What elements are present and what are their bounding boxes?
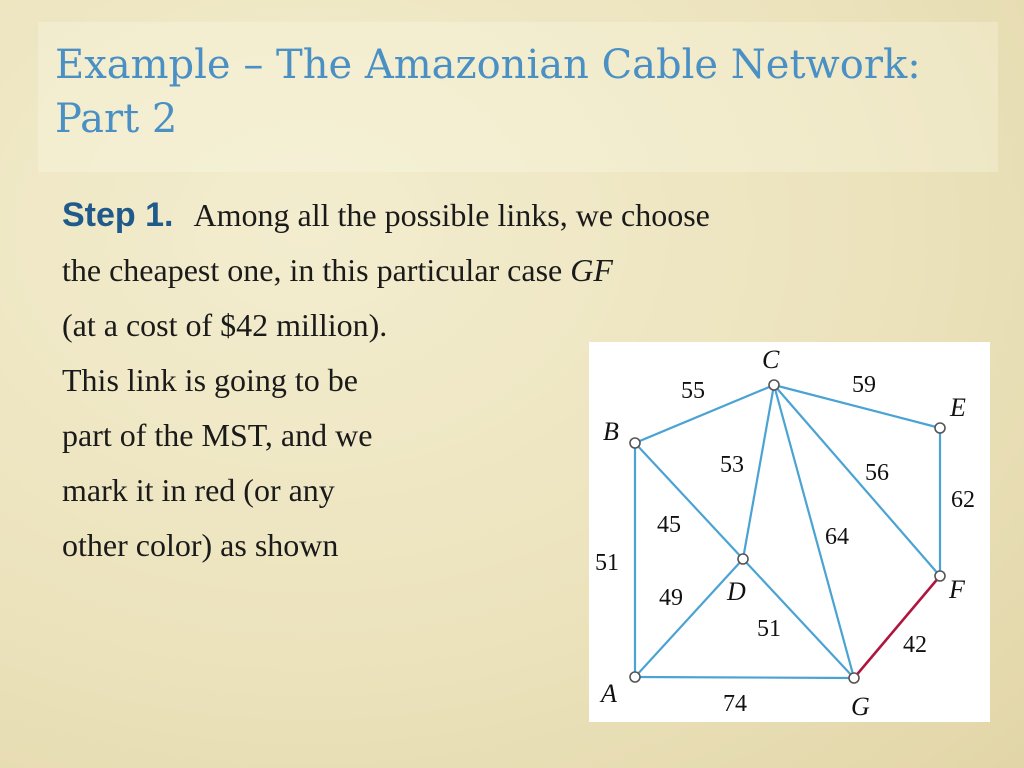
edge-weight-bd: 45	[657, 512, 681, 538]
edge-weight-ag: 74	[723, 691, 747, 717]
node-label-d: D	[726, 577, 746, 606]
edge-fg	[853, 575, 941, 679]
node-label-a: A	[599, 679, 617, 708]
edge-cd	[741, 384, 776, 560]
edge-weight-ce: 59	[852, 372, 876, 398]
edge-weight-cd: 53	[720, 452, 744, 478]
edge-weight-cg: 64	[825, 524, 849, 550]
title-band	[38, 22, 998, 172]
node-b	[629, 437, 641, 449]
edge-weight-ef: 62	[951, 487, 975, 513]
edge-weight-bc: 55	[681, 378, 705, 404]
node-d	[737, 553, 749, 565]
edge-ce	[773, 383, 941, 430]
para-line-4: This link is going to be	[62, 362, 358, 398]
node-c	[768, 379, 780, 391]
para-line-2a: the cheapest one, in this particular cas…	[62, 252, 571, 288]
edge-weight-dg: 51	[757, 616, 781, 642]
edge-weight-ad: 49	[659, 585, 683, 611]
edge-dg	[742, 558, 855, 679]
edge-weight-fg: 42	[903, 632, 927, 658]
node-label-b: B	[603, 417, 619, 446]
node-f	[934, 570, 946, 582]
edge-bc	[634, 383, 775, 445]
para-line-3: (at a cost of $42 million).	[62, 307, 388, 343]
body-line-2: the cheapest one, in this particular cas…	[62, 243, 710, 298]
node-label-e: E	[949, 393, 966, 422]
body-line-1: Step 1. Among all the possible links, we …	[62, 188, 710, 243]
edge-ag	[634, 675, 855, 680]
node-label-f: F	[948, 575, 966, 604]
slide-title: Example – The Amazonian Cable Network: P…	[55, 38, 975, 146]
para-line-5: part of the MST, and we	[62, 417, 373, 453]
network-graph: 55 59 53 56 64 62 45 51 49 51 74 42A B C D E F G	[595, 345, 975, 721]
node-a	[629, 671, 641, 683]
para-line-1: Among all the possible links, we choose	[193, 197, 710, 233]
node-e	[934, 422, 946, 434]
edge-bd	[634, 442, 744, 560]
edge-name-gf: GF	[570, 252, 613, 288]
edge-weight-cf: 56	[865, 460, 889, 486]
edge-ad	[634, 558, 744, 678]
edge-cg	[772, 384, 856, 679]
title-line-2: Part 2	[55, 96, 178, 142]
node-label-c: C	[762, 345, 780, 374]
step-label: Step 1.	[62, 196, 174, 234]
edge-weight-ba: 51	[595, 550, 619, 576]
para-line-7: other color) as shown	[62, 527, 339, 563]
title-line-1: Example – The Amazonian Cable Network:	[55, 42, 921, 88]
para-line-6: mark it in red (or any	[62, 472, 335, 508]
slide-body: Step 1. Among all the possible links, we …	[62, 188, 710, 573]
edge-cf	[773, 384, 941, 577]
node-label-g: G	[851, 692, 870, 721]
node-g	[848, 672, 860, 684]
